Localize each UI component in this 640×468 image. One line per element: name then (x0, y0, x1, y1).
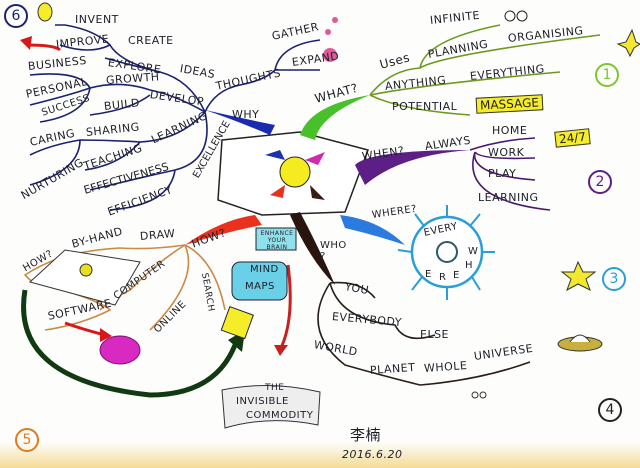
letter-e2: E (425, 269, 432, 280)
word-learning-when: LEARNING (478, 191, 539, 204)
red-arrow-6 (20, 36, 32, 50)
letter-r: R (439, 272, 447, 283)
banner-commodity: COMMODITY (246, 410, 314, 421)
letter-w: W (468, 246, 479, 257)
letter-e: E (453, 270, 460, 281)
banner-invisible: INVISIBLE (236, 396, 289, 407)
smiley-icon (79, 263, 93, 277)
face-icon (279, 156, 311, 188)
word-mind: MIND (250, 264, 279, 275)
word-potential: POTENTIAL (392, 100, 458, 113)
number-6: 6 (4, 4, 28, 28)
yellow-card (220, 305, 254, 340)
globe-icon (436, 241, 458, 263)
star-icon (616, 28, 640, 58)
letter-h: H (465, 260, 474, 271)
lightbulb-icon (37, 2, 53, 22)
star-icon (560, 260, 597, 292)
sign-board (255, 227, 297, 251)
word-maps: MAPS (245, 281, 275, 292)
word-else: ELSE (420, 328, 450, 341)
word-work: WORK (488, 146, 525, 159)
number-1: 1 (595, 63, 619, 87)
number-5: 5 (15, 428, 39, 452)
number-2: 2 (588, 170, 612, 194)
signature-name: 李楠 (350, 426, 382, 444)
drawing-paper (28, 249, 141, 306)
word-play: PLAY (488, 167, 517, 180)
number-4: 4 (598, 398, 622, 422)
enhance-your-brain-sign: ENHANCE YOUR BRAIN (260, 230, 294, 251)
signature-date: 2016.6.20 (342, 448, 403, 461)
commodity-banner (221, 385, 321, 429)
word-who: WHO ? (320, 240, 347, 262)
word-why: WHY (232, 108, 260, 121)
banner-the: THE (265, 383, 285, 393)
word-home: HOME (492, 124, 528, 137)
mouse-icon (99, 335, 141, 365)
big-green-arrow (21, 289, 238, 398)
word-create: CREATE (128, 34, 174, 47)
bottom-glow (0, 442, 640, 468)
tablet-icon (231, 261, 288, 301)
number-3: 3 (602, 267, 626, 291)
word-invent: INVENT (75, 13, 119, 26)
flowers-icon (323, 17, 338, 62)
